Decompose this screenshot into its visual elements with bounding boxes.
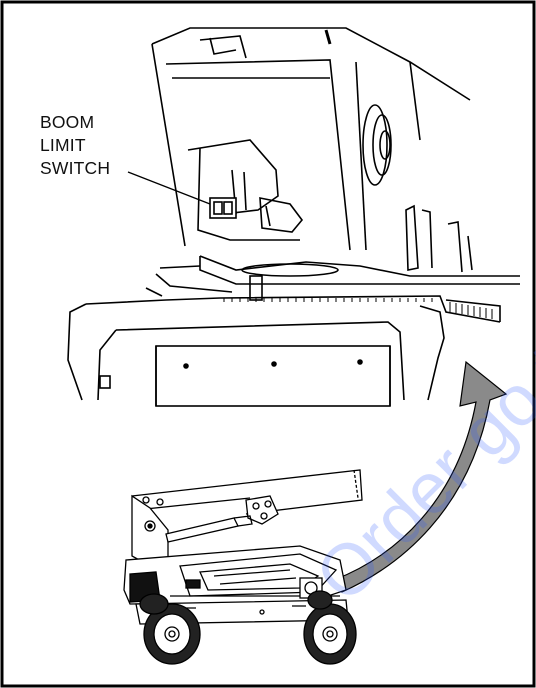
boom-limit-switch-callout: BOOM LIMIT SWITCH [40, 111, 110, 180]
chassis-latch [99, 375, 111, 389]
chassis-right [419, 305, 445, 401]
panel-bolt [183, 363, 189, 369]
lift-cylinder [165, 517, 239, 543]
bolt-post [249, 275, 263, 301]
slew-ring [219, 295, 501, 323]
callout-leader-line [127, 171, 211, 205]
slew-ring-teeth [223, 298, 493, 319]
pivot-boss [362, 104, 388, 186]
panel-bolt [271, 361, 277, 367]
rear-wheel [143, 603, 201, 665]
boom-mast-left-edge [151, 43, 186, 247]
boom-mast-top-edge [151, 27, 471, 101]
callout-line-3: SWITCH [40, 158, 111, 178]
front-wheel-far [307, 590, 333, 610]
machine-overview [123, 469, 363, 665]
boom-inner-frame [165, 59, 351, 251]
boom-limit-switch [209, 197, 237, 219]
rear-wheel-far [139, 593, 169, 615]
chassis-left [67, 303, 87, 401]
chassis-inner-frame [115, 321, 405, 401]
turntable-top [199, 255, 520, 277]
panel-bolt [357, 359, 363, 365]
callout-line-2: LIMIT [40, 135, 86, 155]
front-wheel [303, 603, 357, 665]
access-panel [155, 345, 391, 407]
detail-view [67, 27, 520, 407]
chassis-top [85, 297, 221, 305]
switch-cam [259, 197, 304, 233]
callout-line-1: BOOM [40, 112, 95, 132]
boom-arm [131, 469, 363, 515]
location-arrow [333, 360, 508, 593]
